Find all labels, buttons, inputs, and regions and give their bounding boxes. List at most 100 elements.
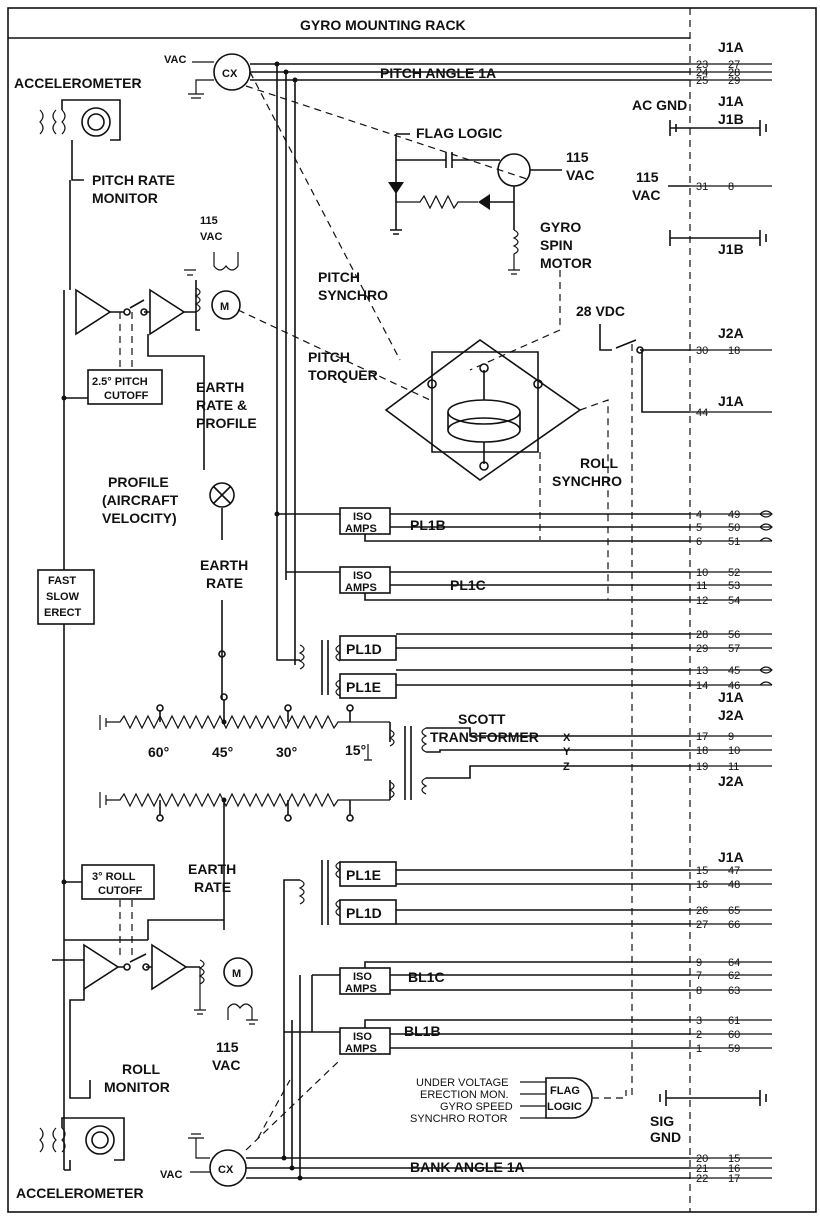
earth-rate-label: EARTH	[200, 557, 248, 573]
pin-number-b: 9	[728, 731, 734, 743]
resistor-chain-bottom	[99, 792, 390, 808]
pin-number-a: 15	[696, 865, 708, 877]
pitch-amp-2	[149, 288, 186, 336]
j1a-header-2: J1A	[718, 93, 744, 109]
pin-number-a: 10	[696, 567, 708, 579]
pin-number-b: 27	[728, 59, 740, 71]
gyro-gimbal	[384, 339, 582, 481]
scott-label: SCOTT	[458, 711, 506, 727]
earth-rate-profile-label: EARTH	[196, 379, 244, 395]
vac-label: VAC	[566, 167, 595, 183]
j2a-header-2: J2A	[718, 707, 744, 723]
erect-label: ERECT	[44, 607, 82, 619]
pin-number-b: 49	[728, 509, 740, 521]
vac-115-label: VAC	[200, 231, 222, 243]
flag-logic-top-label: FLAG LOGIC	[416, 125, 502, 141]
flag-logic-label-2: LOGIC	[547, 1101, 582, 1113]
deg30-label: 30°	[276, 744, 297, 760]
pin-number-b: 48	[728, 879, 740, 891]
pin-number-b: 16	[728, 1163, 740, 1175]
pin-number-b: 45	[728, 665, 740, 677]
pitch-synchro-label: PITCH	[318, 269, 360, 285]
pin-number-b: 64	[728, 957, 740, 969]
pin-number-a: 5	[696, 522, 702, 534]
roll-synchro-label: ROLL	[580, 455, 619, 471]
flag-logic-label: FLAG	[550, 1085, 580, 1097]
iso-label-4: ISO	[353, 1031, 372, 1043]
iso-label-3: ISO	[353, 971, 372, 983]
pitch-synchro-label-2: SYNCHRO	[318, 287, 388, 303]
pin-number-a: 30	[696, 345, 708, 357]
j1a-header-3: J1A	[718, 393, 744, 409]
pin-number-b: 56	[728, 629, 740, 641]
pin-number-a: 8	[696, 985, 702, 997]
pin-number-b: 53	[728, 580, 740, 592]
pin-number-a: 21	[696, 1163, 708, 1175]
roll-monitor-label-2: MONITOR	[104, 1079, 170, 1095]
pin-number-b: 61	[728, 1015, 740, 1027]
pin-number-b: 52	[728, 567, 740, 579]
accelerometer-bottom	[85, 1125, 115, 1155]
pin-number-b: 18	[728, 345, 740, 357]
accel-bottom-label: ACCELEROMETER	[16, 1185, 144, 1201]
pin-number-b: 50	[728, 522, 740, 534]
pin-number-a: 17	[696, 731, 708, 743]
pitch-cutoff-label-2: CUTOFF	[104, 390, 149, 402]
pin-number-b: 59	[728, 1043, 740, 1055]
gyro-spin-label-2: SPIN	[540, 237, 573, 253]
j2a-header: J2A	[718, 325, 744, 341]
roll-cutoff-label-2: CUTOFF	[98, 885, 143, 897]
pitch-cutoff-box	[87, 369, 163, 405]
pin-number-a: 9	[696, 957, 702, 969]
pin-number-b: 62	[728, 970, 740, 982]
earth-rate-profile-label-2: RATE &	[196, 397, 247, 413]
pin-number-b: 51	[728, 536, 740, 548]
pin-number-a: 18	[696, 745, 708, 757]
j1a-header: J1A	[718, 39, 744, 55]
v115-bottom-label: 115	[216, 1039, 239, 1055]
pin-number-a: 16	[696, 879, 708, 891]
earth-rate-label-2: RATE	[206, 575, 243, 591]
cx-top-label: CX	[222, 68, 238, 80]
rack-border	[7, 7, 817, 1213]
earth-rate-label-lower: EARTH	[188, 861, 236, 877]
pin-number-a: 19	[696, 761, 708, 773]
earth-rate-label-lower-2: RATE	[194, 879, 231, 895]
pin-number-b: 10	[728, 745, 740, 757]
pin-number-a: 22	[696, 1173, 708, 1185]
rack-title: GYRO MOUNTING RACK	[300, 17, 466, 33]
amps-label-2: AMPS	[345, 582, 377, 594]
pin-number-a: 13	[696, 665, 708, 677]
pin-number-a: 25	[696, 75, 708, 87]
roll-amp-2	[151, 943, 188, 991]
pin-number-b: 65	[728, 905, 740, 917]
iso-amp-pl1b	[339, 507, 391, 535]
vac-right-label: VAC	[632, 187, 661, 203]
pin-number-a: 44	[696, 407, 708, 419]
iso-amp-bl1b	[339, 1027, 391, 1055]
bank-angle-lines	[246, 1157, 690, 1179]
iso-label: ISO	[353, 511, 372, 523]
scott-label-2: TRANSFORMER	[430, 729, 539, 745]
pin-number-a: 12	[696, 595, 708, 607]
pin-number-a: 3	[696, 1015, 702, 1027]
gyro-transistor	[497, 153, 531, 187]
deg15-label: 15°	[345, 742, 366, 758]
synchro-rotor-label: SYNCHRO ROTOR	[410, 1113, 508, 1125]
pl1e-label: PL1E	[346, 679, 381, 695]
pin-number-b: 46	[728, 680, 740, 692]
pin-number-b: 8	[728, 181, 734, 193]
pitch-angle-lines	[250, 63, 690, 81]
j1b-header-2: J1B	[718, 241, 744, 257]
vac-bottom-label: VAC	[212, 1057, 241, 1073]
pin-number-b: 57	[728, 643, 740, 655]
pin-number-b: 63	[728, 985, 740, 997]
roll-torque-motor	[223, 957, 253, 987]
accel-top-label: ACCELEROMETER	[14, 75, 142, 91]
gyro-spin-label-3: MOTOR	[540, 255, 592, 271]
profile-label-2: (AIRCRAFT	[102, 492, 179, 508]
pin-number-b: 29	[728, 75, 740, 87]
pin-number-a: 7	[696, 970, 702, 982]
